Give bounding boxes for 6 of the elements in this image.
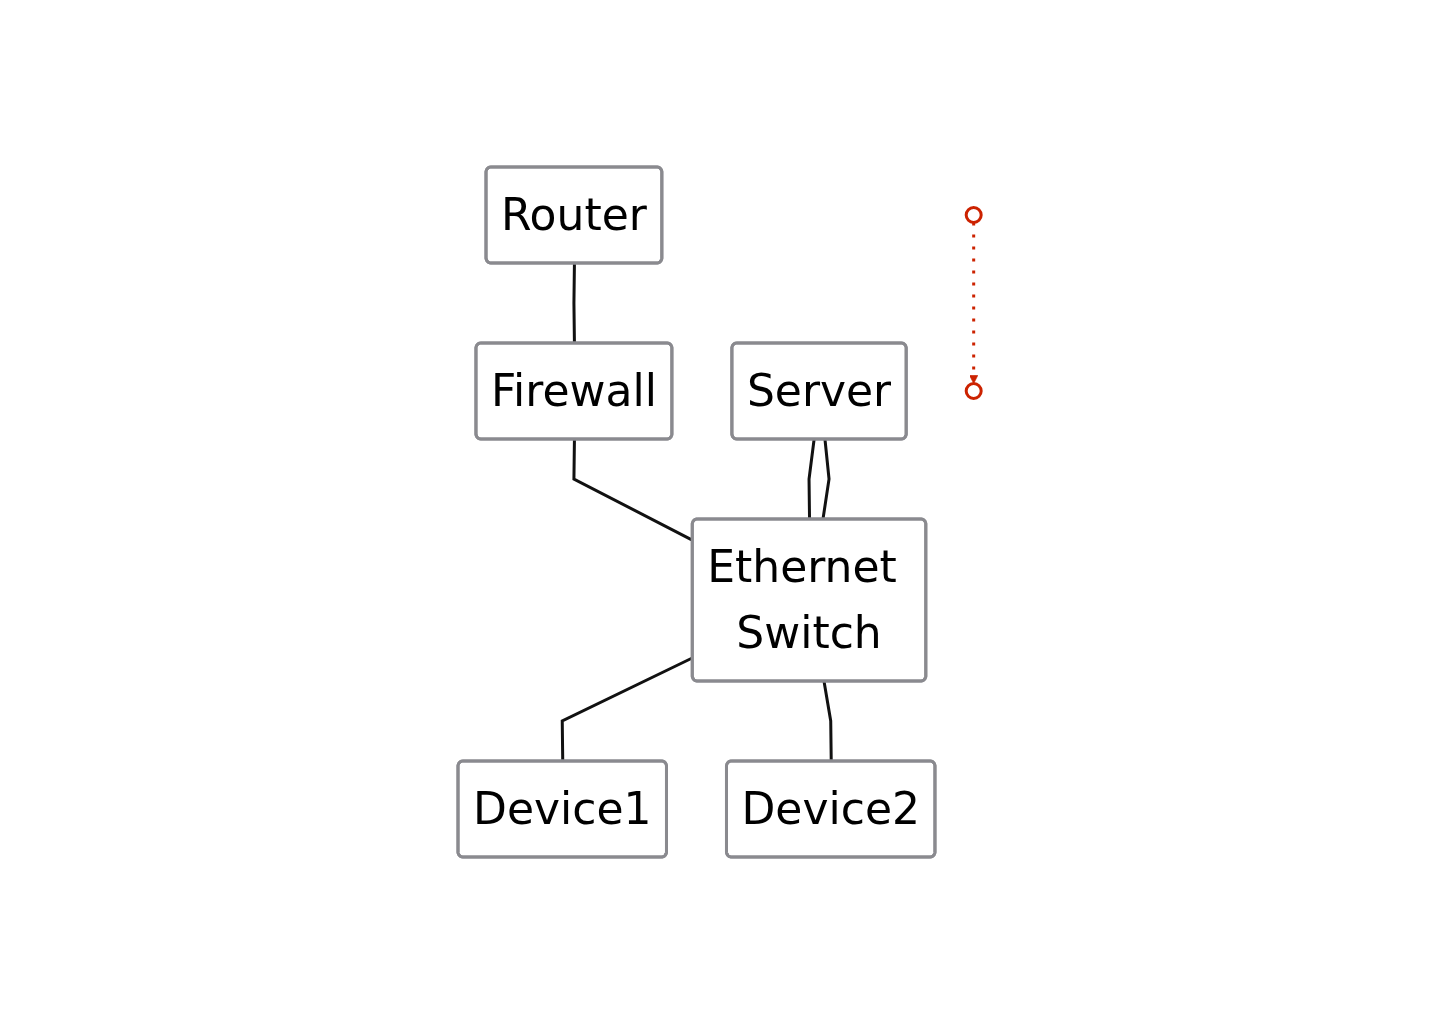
connector bbox=[572, 263, 577, 343]
node-circle bbox=[965, 381, 984, 400]
connector bbox=[823, 680, 834, 761]
connector bbox=[807, 438, 816, 519]
arrow bbox=[969, 222, 979, 384]
node-circle bbox=[965, 205, 984, 224]
